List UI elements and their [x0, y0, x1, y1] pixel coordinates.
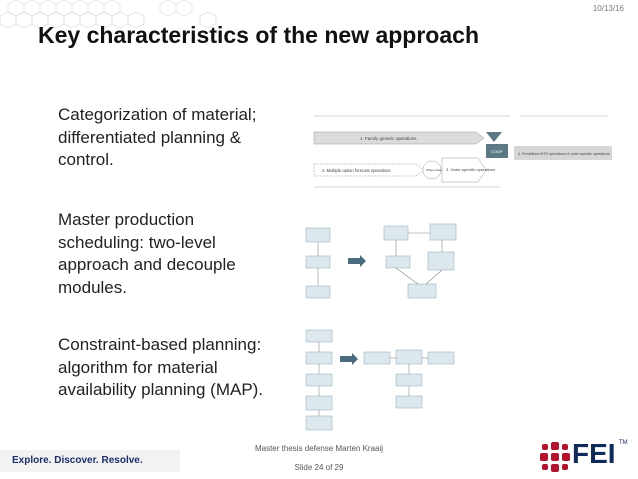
- box-mps-left-top: [305, 227, 331, 243]
- box-map-mid-3: [427, 351, 455, 365]
- box-mps-left-mid: [305, 255, 331, 269]
- arrow-order-specific: [441, 157, 487, 183]
- decouple-arrow: [348, 255, 366, 267]
- constraint-based-planning-diagram: [305, 329, 455, 431]
- fei-logo-icon: [540, 442, 570, 472]
- slide-title: Key characteristics of the new approach: [38, 22, 479, 48]
- box-map-left-3: [305, 373, 333, 387]
- box-mps-right-top: [383, 225, 409, 241]
- arrow-family-generic: [313, 131, 485, 145]
- tagline-text: Explore. Discover. Resolve.: [12, 455, 143, 466]
- where-based-label: Where based: [426, 168, 444, 172]
- slide-date: 10/13/16: [592, 4, 624, 13]
- bullet-master-production-scheduling: Master production scheduling: two-level …: [58, 210, 236, 297]
- box-map-mid-1: [363, 351, 391, 365]
- box-map-left-1: [305, 329, 333, 343]
- decoupling-diagram: 1. Family generic operations 2. Multiple…: [313, 115, 612, 188]
- codp-triangle: [486, 132, 502, 142]
- bullet-categorization: Categorization of material; differentiat…: [58, 105, 257, 169]
- codp-box-label: CODP: [491, 149, 503, 154]
- box-mps-right-bottom: [407, 283, 437, 299]
- box-map-mid-4: [395, 373, 423, 387]
- box-map-mid-5: [395, 395, 423, 409]
- hexagon-pattern: [0, 0, 217, 29]
- box-mps-left-bottom: [305, 285, 331, 299]
- footer-slide-number: Slide 24 of 29: [294, 463, 344, 472]
- trademark-mark: TM: [619, 440, 628, 446]
- tagline-bar: Explore. Discover. Resolve.: [0, 450, 180, 472]
- footer-author: Master thesis defense Marten Kraaij: [254, 444, 384, 453]
- arrow-family-generic-label: 1. Family generic operations: [360, 136, 417, 141]
- box-mps-right-mid: [385, 255, 411, 269]
- fei-logo-text: FEI: [572, 438, 616, 469]
- map-arrow: [340, 353, 358, 365]
- box-map-left-2: [305, 351, 333, 365]
- box-map-left-4: [305, 395, 333, 411]
- box-map-left-5: [305, 415, 333, 431]
- box-map-mid-2: [395, 349, 423, 365]
- codp-box: [486, 144, 508, 158]
- box-mps-right-top-2: [429, 223, 457, 241]
- where-based-circle: [422, 160, 442, 180]
- predefined-mto-box: [514, 146, 612, 160]
- predefined-mto-label: 4. Predefined MTO operations & order-spe…: [518, 152, 610, 156]
- bullet-constraint-based-planning: Constraint-based planning: algorithm for…: [58, 335, 264, 399]
- box-mps-right-mid-2: [427, 251, 455, 271]
- master-production-scheduling-diagram: [305, 223, 457, 299]
- arrow-multiple-option-label: 2. Multiple option forecast operations: [322, 168, 390, 173]
- arrow-multiple-option: [313, 163, 425, 177]
- arrow-order-specific-label: 3. Order-specific operations: [446, 167, 495, 172]
